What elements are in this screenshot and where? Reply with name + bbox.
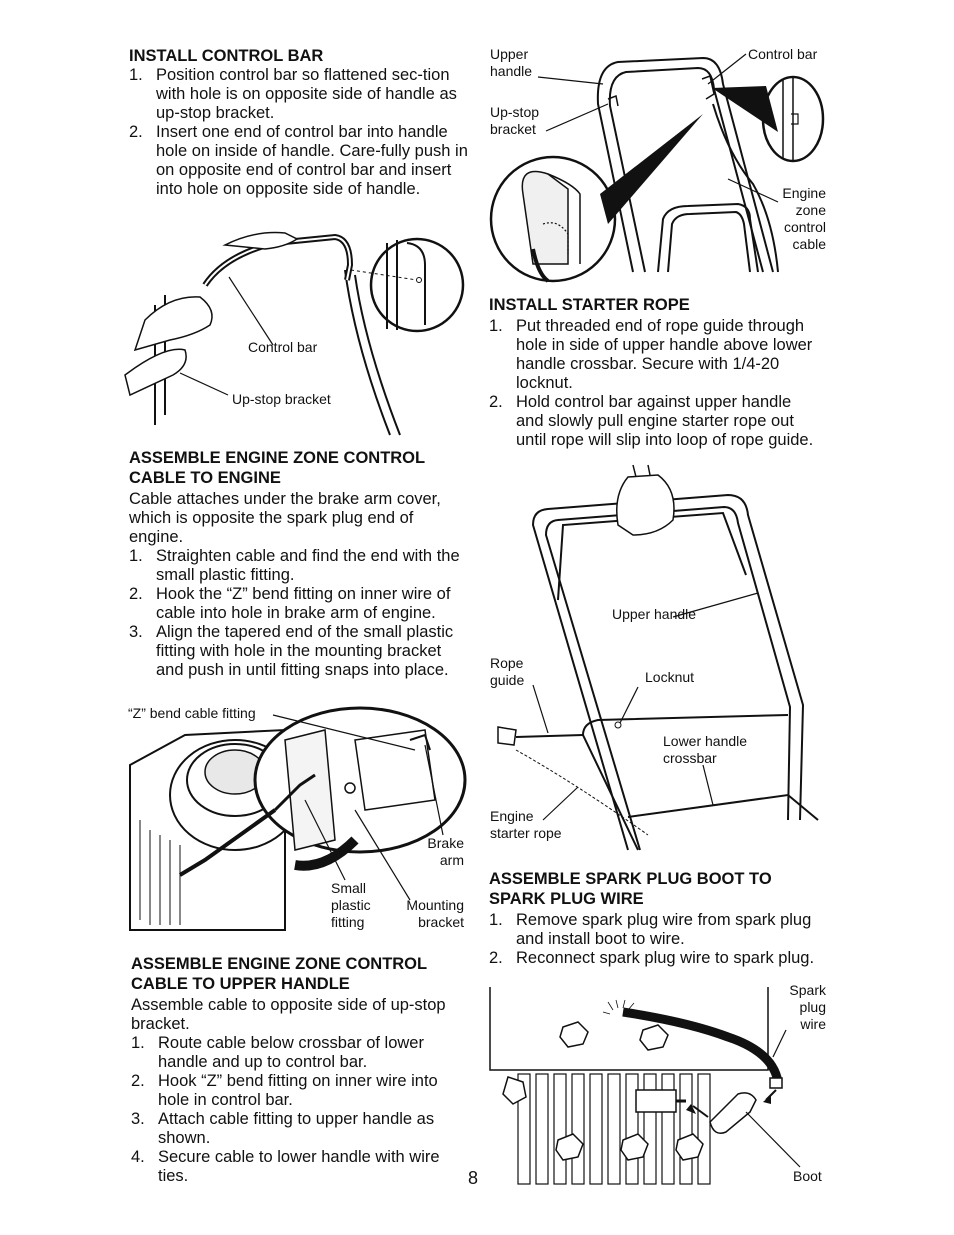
section-assemble-cable-handle: ASSEMBLE ENGINE ZONE CONTROL CABLE TO UP… (131, 954, 471, 1186)
label-locknut: Locknut (645, 669, 695, 685)
list-item: 1.Straighten cable and find the end with… (129, 547, 460, 584)
list-item: 2.Reconnect spark plug wire to spark plu… (489, 949, 815, 967)
list-item: 1.Remove spark plug wire from spark plug… (489, 911, 812, 948)
starter-rope-illustration (497, 464, 819, 851)
heading-cable-engine-1: ASSEMBLE ENGINE ZONE CONTROL (129, 449, 426, 467)
heading-cable-engine-2: CABLE TO ENGINE (129, 469, 281, 487)
section-install-control-bar: INSTALL CONTROL BAR 1.Position control b… (129, 46, 469, 199)
heading-install-control-bar: INSTALL CONTROL BAR (129, 47, 324, 65)
label-z-bend: “Z” bend cable fitting (128, 705, 256, 721)
steps-cable-handle: 1.Route cable below crossbar of lower ha… (131, 1034, 471, 1186)
page-number: 8 (468, 1168, 479, 1188)
section-install-starter-rope: INSTALL STARTER ROPE 1.Put threaded end … (489, 295, 819, 450)
heading-spark-plug-2: SPARK PLUG WIRE (489, 890, 644, 908)
label-engine-zone-control-cable: Engine zone control cable (782, 185, 826, 252)
label-control-bar: Control bar (248, 339, 318, 355)
upper-handle-illustration (489, 53, 825, 283)
heading-cable-handle-2: CABLE TO UPPER HANDLE (131, 975, 350, 993)
list-item: 2.Hold control bar against upper handle … (489, 393, 814, 449)
heading-install-starter-rope: INSTALL STARTER ROPE (489, 296, 690, 314)
label-boot: Boot (793, 1168, 822, 1184)
label-control-bar: Control bar (748, 46, 818, 62)
steps-install-control-bar: 1.Position control bar so flattened sec-… (129, 66, 469, 199)
label-upper-handle: Upper handle (612, 606, 697, 622)
label-lower-handle-crossbar: Lower handle crossbar (663, 733, 748, 766)
section-spark-plug: ASSEMBLE SPARK PLUG BOOT TO SPARK PLUG W… (489, 869, 819, 968)
heading-spark-plug-1: ASSEMBLE SPARK PLUG BOOT TO (489, 870, 772, 888)
section-assemble-cable-engine: ASSEMBLE ENGINE ZONE CONTROL CABLE TO EN… (129, 448, 469, 680)
figure-engine-cable: “Z” bend cable fitting Brake arm Small p… (125, 700, 470, 940)
label-spark-plug-wire: Spark plug wire (789, 982, 826, 1032)
label-small-plastic-fitting: Small plastic fitting (331, 880, 371, 930)
label-brake-arm: Brake arm (427, 835, 464, 868)
list-item: 1.Position control bar so flattened sec-… (129, 66, 457, 122)
spark-plug-illustration (489, 987, 801, 1185)
control-bar-illustration (124, 231, 465, 436)
label-up-stop-bracket: Up-stop bracket (232, 391, 331, 407)
label-upper-handle: Upper handle (490, 46, 533, 79)
heading-cable-handle-1: ASSEMBLE ENGINE ZONE CONTROL (131, 955, 428, 973)
list-item: 3.Align the tapered end of the small pla… (129, 623, 454, 679)
figure-upper-handle-cable: Upper handle Up-stop bracket Control bar… (488, 44, 828, 283)
figure-control-bar: Control bar Up-stop bracket (124, 225, 470, 436)
label-rope-guide: Rope guide (490, 655, 525, 688)
intro-cable-engine: Cable attaches under the brake arm cover… (129, 490, 441, 546)
list-item: 3.Attach cable fitting to upper handle a… (131, 1110, 435, 1147)
list-item: 2.Hook the “Z” bend fitting on inner wir… (129, 585, 451, 622)
steps-cable-engine: 1.Straighten cable and find the end with… (129, 547, 469, 680)
steps-install-starter-rope: 1.Put threaded end of rope guide through… (489, 317, 819, 450)
list-item: 2.Hook “Z” bend fitting on inner wire in… (131, 1072, 438, 1109)
label-mounting-bracket: Mounting bracket (406, 897, 464, 930)
intro-cable-handle: Assemble cable to opposite side of up-st… (131, 996, 446, 1033)
list-item: 1.Put threaded end of rope guide through… (489, 317, 813, 392)
figure-starter-rope: Upper handle Rope guide Locknut Lower ha… (488, 464, 828, 851)
label-engine-starter-rope: Engine starter rope (490, 808, 562, 841)
list-item: 4.Secure cable to lower handle with wire… (131, 1148, 440, 1185)
list-item: 1.Route cable below crossbar of lower ha… (131, 1034, 424, 1071)
label-up-stop-bracket: Up-stop bracket (490, 104, 540, 137)
figure-spark-plug: Spark plug wire Boot (488, 982, 828, 1192)
steps-spark-plug: 1.Remove spark plug wire from spark plug… (489, 911, 819, 968)
engine-illustration (129, 706, 467, 931)
list-item: 2.Insert one end of control bar into han… (129, 123, 468, 198)
